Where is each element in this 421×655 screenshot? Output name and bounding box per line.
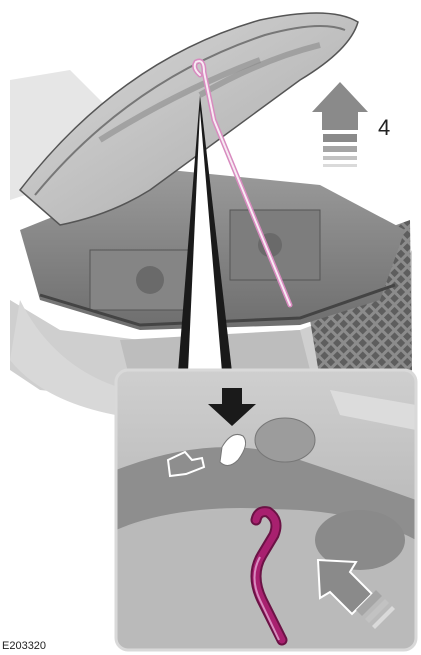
step-number-label: 4 bbox=[378, 117, 390, 139]
arrow-up-icon bbox=[312, 82, 368, 167]
figure-code: E203320 bbox=[2, 641, 46, 652]
detail-inset bbox=[116, 370, 416, 650]
